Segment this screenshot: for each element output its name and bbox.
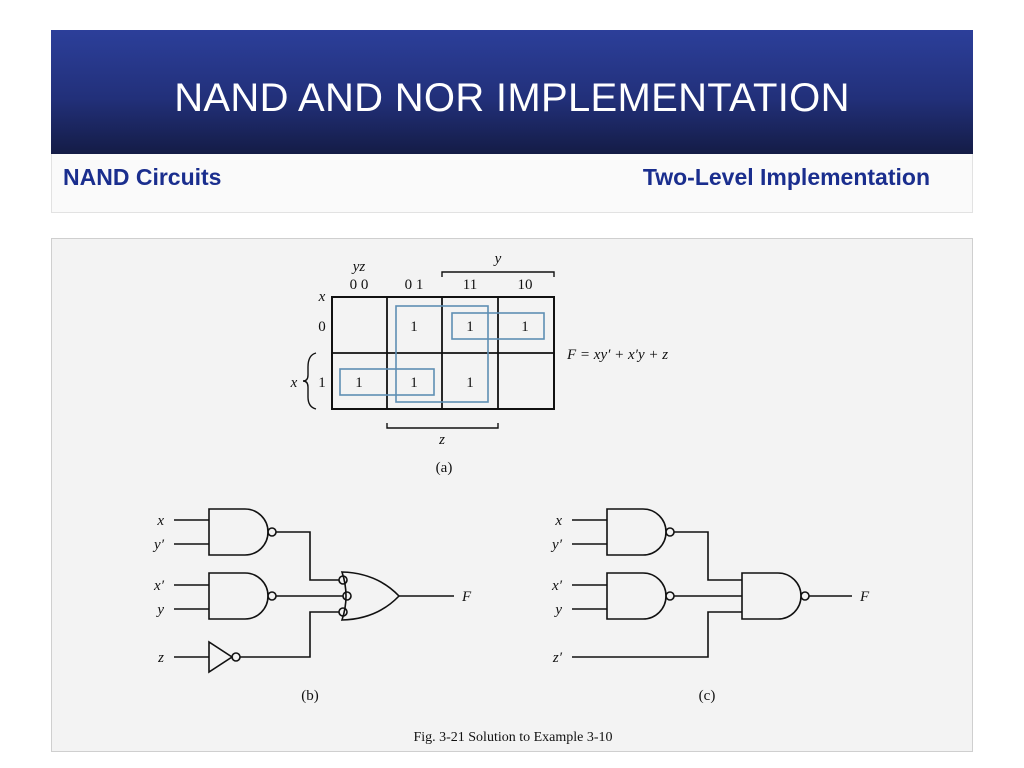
- figure-panel: yz x 0 0 0 1 11 10 0 1 1 1 1 1 1: [51, 238, 973, 752]
- group-xpy-loop: [451, 312, 545, 340]
- nand-gate: [208, 508, 277, 556]
- kmap-grouping-loops: [339, 305, 545, 403]
- kmap-row-header: 1: [318, 375, 326, 391]
- brace-z: [386, 423, 499, 429]
- circuit-b-caption: (b): [301, 688, 319, 704]
- circuit-c-labels: x y′ x′ y z′ F (c): [550, 513, 870, 704]
- nand-gate: [606, 508, 675, 556]
- nand-gate: [606, 572, 675, 620]
- input-label: x′: [551, 578, 563, 594]
- kmap-row-header: 0: [318, 319, 326, 335]
- kmap-caption: (a): [436, 460, 453, 476]
- kmap-cell: 1: [410, 375, 418, 391]
- kmap-cell: 1: [466, 319, 474, 335]
- circuit-b: [174, 508, 454, 674]
- brace-z-label: z: [438, 432, 445, 448]
- kmap-col-header: 0 1: [405, 277, 424, 293]
- kmap-row-var-label: x: [318, 289, 326, 305]
- kmap-col-header: 11: [463, 277, 477, 293]
- karnaugh-map: yz x 0 0 0 1 11 10 0 1 1 1 1 1 1: [290, 251, 669, 476]
- brace-y: [441, 271, 555, 277]
- brace-x: [302, 352, 317, 410]
- input-label: y′: [152, 537, 165, 553]
- brace-x-label: x: [290, 375, 298, 391]
- kmap-cell: 1: [521, 319, 529, 335]
- input-label: y: [553, 602, 562, 618]
- nand-gate-output: [741, 572, 810, 620]
- kmap-col-header: 10: [518, 277, 533, 293]
- kmap-cell: 1: [410, 319, 418, 335]
- subtitle-nand-circuits: NAND Circuits: [63, 164, 222, 190]
- slide-title: NAND AND NOR IMPLEMENTATION: [174, 76, 850, 120]
- group-xyp-loop: [339, 368, 435, 396]
- title-bar: NAND AND NOR IMPLEMENTATION: [51, 30, 973, 154]
- input-label: z′: [552, 650, 563, 666]
- input-label: x: [554, 513, 562, 529]
- brace-y-label: y: [493, 251, 502, 267]
- kmap-col-header: 0 0: [350, 277, 369, 293]
- figure-svg: yz x 0 0 0 1 11 10 0 1 1 1 1 1 1: [152, 251, 870, 745]
- kmap-cell: 1: [466, 375, 474, 391]
- kmap-equation: F = xy′ + x′y + z: [566, 347, 668, 363]
- circuit-c: [572, 508, 852, 658]
- input-label: z: [157, 650, 164, 666]
- subtitle-bar: NAND Circuits Two-Level Implementation: [51, 154, 973, 213]
- input-label: y′: [550, 537, 563, 553]
- kmap-cell: 1: [355, 375, 363, 391]
- kmap-grid: [331, 296, 555, 410]
- circuit-c-caption: (c): [699, 688, 716, 704]
- nand-gate: [208, 572, 277, 620]
- kmap-col-vars-label: yz: [351, 259, 366, 275]
- input-label: x: [156, 513, 164, 529]
- or-gate-inverted-inputs: [338, 571, 401, 621]
- group-z-loop: [395, 305, 489, 403]
- output-label: F: [859, 589, 870, 605]
- circuit-b-labels: x y′ x′ y z F (b): [152, 513, 472, 704]
- subtitle-two-level: Two-Level Implementation: [642, 164, 930, 190]
- figure-caption: Fig. 3-21 Solution to Example 3-10: [413, 730, 612, 745]
- inverter-gate: [208, 640, 241, 674]
- input-label: y: [155, 602, 164, 618]
- output-label: F: [461, 589, 472, 605]
- input-label: x′: [153, 578, 165, 594]
